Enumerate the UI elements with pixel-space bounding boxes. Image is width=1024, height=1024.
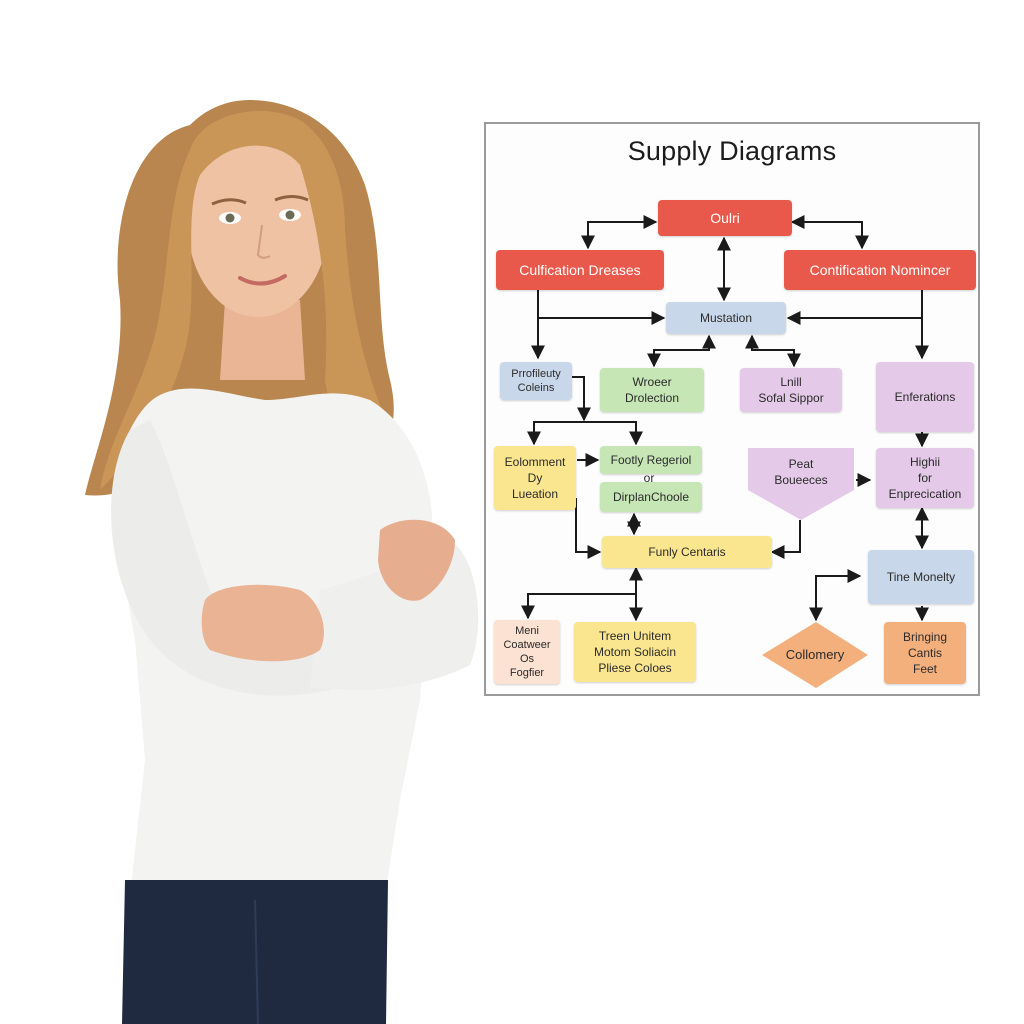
node-wroeer: Wroeer Drolection bbox=[600, 368, 704, 412]
peat-shape bbox=[748, 448, 854, 520]
node-contification: Contification Nomincer bbox=[784, 250, 976, 290]
person-photo bbox=[85, 100, 479, 1024]
node-treen: Treen Unitem Motom Soliacin Pliese Coloe… bbox=[574, 622, 696, 682]
right-hand bbox=[378, 519, 455, 601]
connector bbox=[581, 215, 658, 250]
node-tine: Tine Monelty bbox=[868, 550, 974, 604]
jeans-seam bbox=[254, 899, 259, 1024]
right-iris bbox=[285, 210, 295, 220]
node-meni: Meni Coatweer Os Fogfier bbox=[494, 620, 560, 684]
node-culfication: Culfication Dreases bbox=[496, 250, 664, 290]
nose bbox=[256, 224, 271, 259]
connector bbox=[809, 575, 858, 622]
neck bbox=[220, 300, 305, 380]
node-eolomment: Eolomment Dy Lueation bbox=[494, 446, 576, 510]
connector bbox=[647, 334, 716, 368]
node-or: or bbox=[643, 471, 655, 485]
node-bringing: Bringing Cantis Feet bbox=[884, 622, 966, 684]
hair-front bbox=[100, 111, 390, 490]
connector bbox=[575, 498, 602, 559]
node-peat: Peat Boueeces bbox=[774, 457, 828, 487]
face bbox=[188, 133, 328, 317]
right-brow bbox=[274, 195, 309, 202]
diagram-title: Supply Diagrams bbox=[627, 136, 837, 166]
connector bbox=[790, 215, 869, 250]
node-funly: Funly Centaris bbox=[602, 536, 772, 568]
left-brow bbox=[211, 198, 247, 206]
collomery-shape bbox=[762, 622, 868, 688]
diagram-board: Supply Diagrams bbox=[484, 122, 980, 696]
node-footly: Footly Regeriol bbox=[600, 446, 702, 474]
jeans bbox=[122, 880, 388, 1024]
left-iris bbox=[225, 213, 235, 223]
node-dirplan: DirplanChoole bbox=[600, 482, 702, 512]
connector bbox=[572, 376, 591, 422]
connector-layer bbox=[521, 215, 929, 688]
connector bbox=[527, 421, 643, 446]
connector bbox=[745, 334, 801, 368]
node-enferations: Enferations bbox=[876, 362, 974, 432]
node-highii: Highii for Enprecication bbox=[876, 448, 974, 508]
connector bbox=[770, 520, 801, 559]
left-hand bbox=[201, 584, 324, 662]
connector bbox=[521, 593, 636, 620]
upper-arm-left bbox=[111, 420, 350, 696]
node-lnill: Lnill Sofal Sippor bbox=[740, 368, 842, 412]
mouth bbox=[238, 274, 287, 286]
node-collomery: Collomery bbox=[785, 647, 845, 662]
node-mustation: Mustation bbox=[666, 302, 786, 334]
node-profileuty: Prrofileuty Coleins bbox=[500, 362, 572, 400]
node-oulri: Oulri bbox=[658, 200, 792, 236]
